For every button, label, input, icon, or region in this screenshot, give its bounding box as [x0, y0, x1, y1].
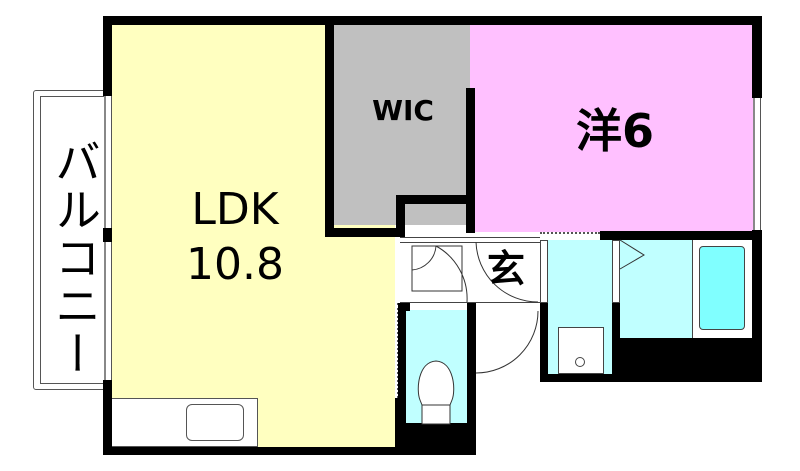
wall-western-bottom — [600, 231, 762, 240]
balcony-window-1 — [104, 96, 112, 228]
wall-wic-right — [466, 88, 475, 233]
wall-left-lower — [103, 380, 112, 455]
wic-label: WIC — [372, 94, 434, 127]
entrance-label: 玄 — [486, 247, 525, 291]
balcony-label: バルコニー — [48, 138, 102, 378]
balcony-window-2 — [104, 242, 112, 380]
entrance-door-swing-icon — [475, 241, 539, 303]
bath-door-frame — [612, 240, 620, 303]
wall-toilet-right — [467, 303, 476, 455]
wash-door-frame — [540, 240, 548, 303]
western-room — [470, 25, 753, 232]
wall-toilet-left — [398, 303, 406, 455]
ldk-size: 10.8 — [186, 239, 284, 290]
wall-bath-bottom — [612, 338, 762, 382]
wall-wic-inner-vert — [396, 195, 405, 237]
closet-door-swing-icon — [411, 245, 437, 271]
wall-top — [103, 16, 762, 25]
western-room-label: 洋6 — [575, 104, 654, 158]
wall-wash-left — [540, 303, 548, 382]
wall-right-upper — [752, 16, 762, 98]
ldk-label: LDK — [191, 184, 279, 235]
wic-room — [333, 25, 470, 225]
wall-toilet-top-left — [398, 303, 410, 311]
wall-bottom-ldk — [103, 447, 400, 455]
western-door-dashed — [540, 232, 600, 235]
bath-door-icon — [619, 239, 645, 270]
bathtub — [699, 246, 745, 330]
wall-wic-inner-horiz — [396, 195, 474, 204]
kitchen-sink — [186, 404, 244, 441]
drain-icon — [575, 357, 585, 367]
wall-wic-bottom — [325, 228, 401, 237]
hall-line-mid — [400, 302, 540, 303]
wall-toilet-bottom — [398, 423, 476, 455]
western-window — [753, 98, 761, 230]
hall-line-top — [400, 237, 540, 243]
toilet-bowl-icon — [417, 360, 455, 425]
wall-left-mid — [103, 228, 112, 242]
wall-right-lower — [752, 230, 762, 382]
wall-wic-left — [325, 25, 334, 237]
wall-left-upper — [103, 16, 112, 96]
toilet-door-swing-icon — [475, 310, 539, 374]
